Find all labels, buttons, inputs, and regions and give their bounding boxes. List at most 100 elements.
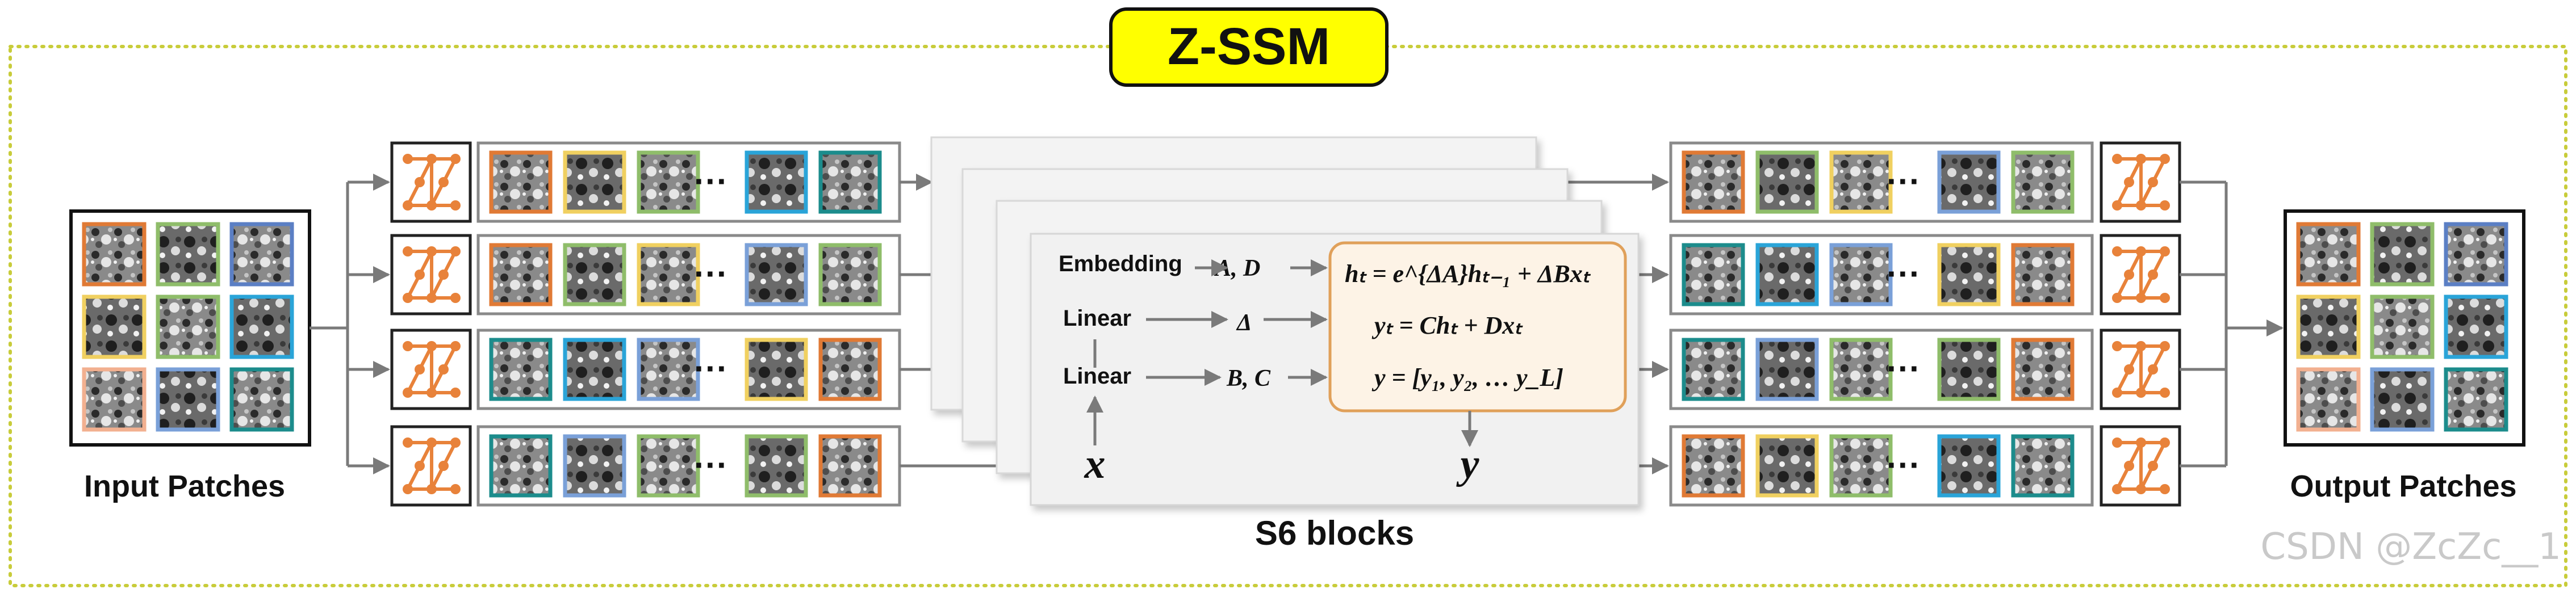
image-patch [1937, 150, 2001, 214]
scan-point [2136, 388, 2146, 398]
linear-top-label: Linear [1063, 306, 1131, 331]
patch-border [489, 150, 553, 214]
patch-texture [156, 368, 220, 431]
patch-border [82, 367, 147, 432]
patch-border [1755, 150, 1819, 214]
image-patch [2444, 222, 2508, 287]
s6-label: S6 blocks [1255, 514, 1414, 552]
scan-point [2148, 270, 2158, 280]
image-patch [1755, 243, 1819, 306]
image-patch [637, 150, 700, 214]
image-patch [156, 222, 220, 287]
scan-point [403, 341, 413, 351]
scan-point [403, 437, 413, 448]
patch-border [82, 294, 147, 359]
patch-border [563, 243, 626, 306]
state-equation: hₜ = e^{ΔA}hₜ₋₁ + ΔBxₜ [1345, 260, 1591, 288]
image-patch [1937, 338, 2001, 401]
x-symbol: x [1084, 441, 1106, 487]
patch-sequence: ··· [476, 425, 901, 507]
image-patch [2011, 338, 2075, 401]
patch-texture [1830, 338, 1892, 401]
scan-point [2136, 293, 2146, 303]
patch-border [1755, 434, 1819, 498]
image-patch [563, 338, 626, 401]
sequence-equation: y = [y₁, y₂, … y_L] [1371, 364, 1563, 392]
patch-texture [1756, 151, 1818, 213]
scan-point [438, 177, 449, 187]
patch-texture [2297, 368, 2360, 431]
image-patch [156, 294, 220, 359]
scan-point [2136, 246, 2146, 256]
patch-texture [2444, 368, 2508, 431]
patch-border [2296, 222, 2361, 287]
image-patch [1829, 150, 1893, 214]
patch-texture [82, 295, 146, 359]
patch-border [563, 434, 626, 498]
scan-point [2112, 246, 2122, 256]
patch-texture [2444, 295, 2508, 359]
image-patch [745, 243, 808, 306]
patch-border [745, 434, 808, 498]
patch-texture [1830, 435, 1892, 497]
scan-point [450, 246, 461, 256]
scan-order-icon [390, 234, 472, 315]
output-patches-grid [2284, 209, 2525, 447]
scan-point [2112, 437, 2122, 448]
input-patches-grid [69, 209, 311, 447]
scan-point [2136, 484, 2146, 494]
scan-point [2148, 461, 2158, 471]
scan-point [426, 388, 437, 398]
scan-point [2112, 484, 2122, 494]
patch-texture [156, 222, 220, 286]
title: Z-SSM [1168, 18, 1330, 75]
patch-border [1829, 150, 1893, 214]
image-patch [1937, 243, 2001, 306]
image-patch [489, 434, 553, 498]
scan-point [2112, 341, 2122, 351]
patch-texture [1756, 243, 1818, 306]
z-ssm-container [9, 45, 2567, 587]
scan-point [2136, 437, 2146, 448]
patch-texture [2297, 295, 2360, 359]
image-patch [229, 367, 294, 432]
patch-texture [230, 222, 294, 286]
patch-border [2370, 367, 2435, 432]
image-patch [1829, 243, 1893, 306]
patch-border [2011, 338, 2075, 401]
image-patch [745, 434, 808, 498]
scan-point [450, 293, 461, 303]
patch-border [489, 338, 553, 401]
image-patch [818, 434, 882, 498]
scan-point [403, 484, 413, 494]
image-patch [563, 243, 626, 306]
scan-point [2160, 437, 2170, 448]
patch-texture [1938, 338, 2000, 401]
image-patch [818, 338, 882, 401]
patch-texture [82, 368, 146, 431]
patch-sequence: ··· [1669, 329, 2094, 410]
scan-point [426, 484, 437, 494]
scan-point [415, 461, 425, 471]
scan-point [426, 437, 437, 448]
patch-texture [819, 151, 881, 213]
image-patch [1829, 434, 1893, 498]
patch-texture [1938, 243, 2000, 306]
image-patch [2011, 243, 2075, 306]
ellipsis: ··· [1887, 350, 1921, 388]
image-patch [637, 434, 700, 498]
patch-texture [1682, 243, 1745, 306]
image-patch [82, 222, 147, 287]
scan-point [426, 200, 437, 211]
image-patch [489, 338, 553, 401]
patch-texture [2444, 222, 2508, 286]
patch-texture [2012, 338, 2074, 401]
image-patch [563, 434, 626, 498]
patch-texture [2012, 243, 2074, 306]
ellipsis: ··· [694, 350, 728, 388]
patch-border [1829, 338, 1893, 401]
patch-texture [563, 338, 626, 401]
patch-sequence: ··· [1669, 234, 2094, 315]
patch-texture [637, 151, 700, 213]
